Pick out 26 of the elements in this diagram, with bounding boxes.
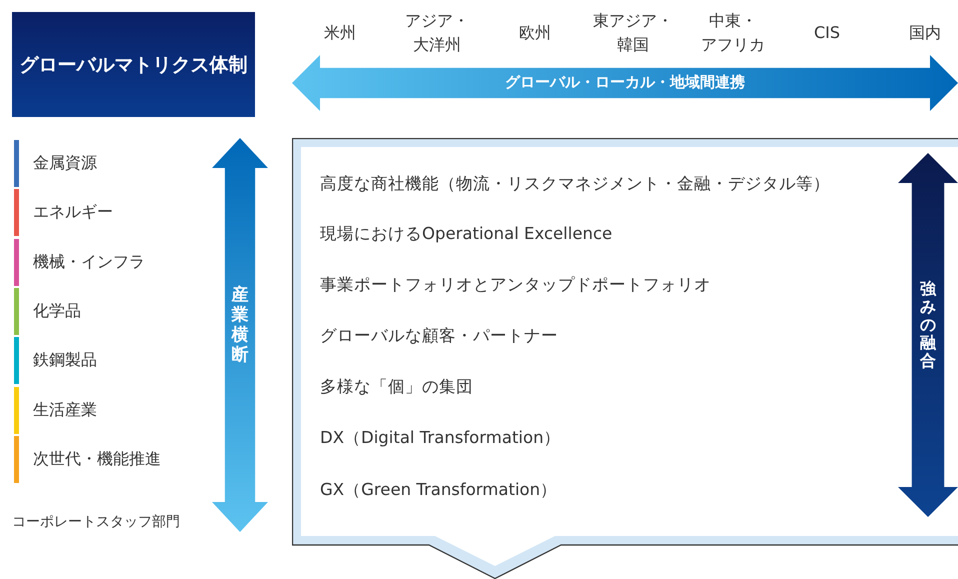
strength-item: DX（Digital Transformation） bbox=[320, 427, 561, 449]
region-label: CIS bbox=[814, 22, 840, 44]
strength-item: 現場におけるOperational Excellence bbox=[320, 223, 612, 245]
title-box: グローバルマトリクス体制 bbox=[12, 12, 255, 117]
strength-item: グローバルな顧客・パートナー bbox=[320, 325, 558, 347]
department-label: コーポレートスタッフ部門 bbox=[12, 513, 180, 532]
region-label: アジア・大洋州 bbox=[404, 10, 470, 56]
legend-label: エネルギー bbox=[33, 202, 113, 224]
legend-label: 次世代・機能推進 bbox=[33, 448, 161, 470]
arrow-label: 産業横断 bbox=[230, 285, 250, 365]
arrow-label: 強みの融合 bbox=[919, 280, 937, 370]
legend-label: 鉄鋼製品 bbox=[33, 350, 97, 372]
region-label: 米州 bbox=[324, 22, 356, 44]
strength-item: 多様な「個」の集団 bbox=[320, 376, 473, 398]
strength-item: GX（Green Transformation） bbox=[320, 479, 558, 501]
region-label: 中東・アフリカ bbox=[700, 10, 766, 56]
strength-item: 事業ポートフォリオとアンタップドポートフォリオ bbox=[320, 274, 711, 296]
arrow-label: グローバル・ローカル・地域間連携 bbox=[504, 73, 746, 92]
legend-label: 生活産業 bbox=[33, 400, 97, 420]
region-label: 欧州 bbox=[519, 22, 551, 44]
legend-label: 機械・インフラ bbox=[33, 252, 145, 273]
legend-label: 金属資源 bbox=[33, 153, 97, 174]
legend-label: 化学品 bbox=[33, 300, 81, 322]
strength-item: 高度な商社機能（物流・リスクマネジメント・金融・デジタル等） bbox=[320, 173, 830, 195]
region-label: 国内 bbox=[909, 22, 941, 44]
region-label: 東アジア・韓国 bbox=[592, 10, 674, 56]
